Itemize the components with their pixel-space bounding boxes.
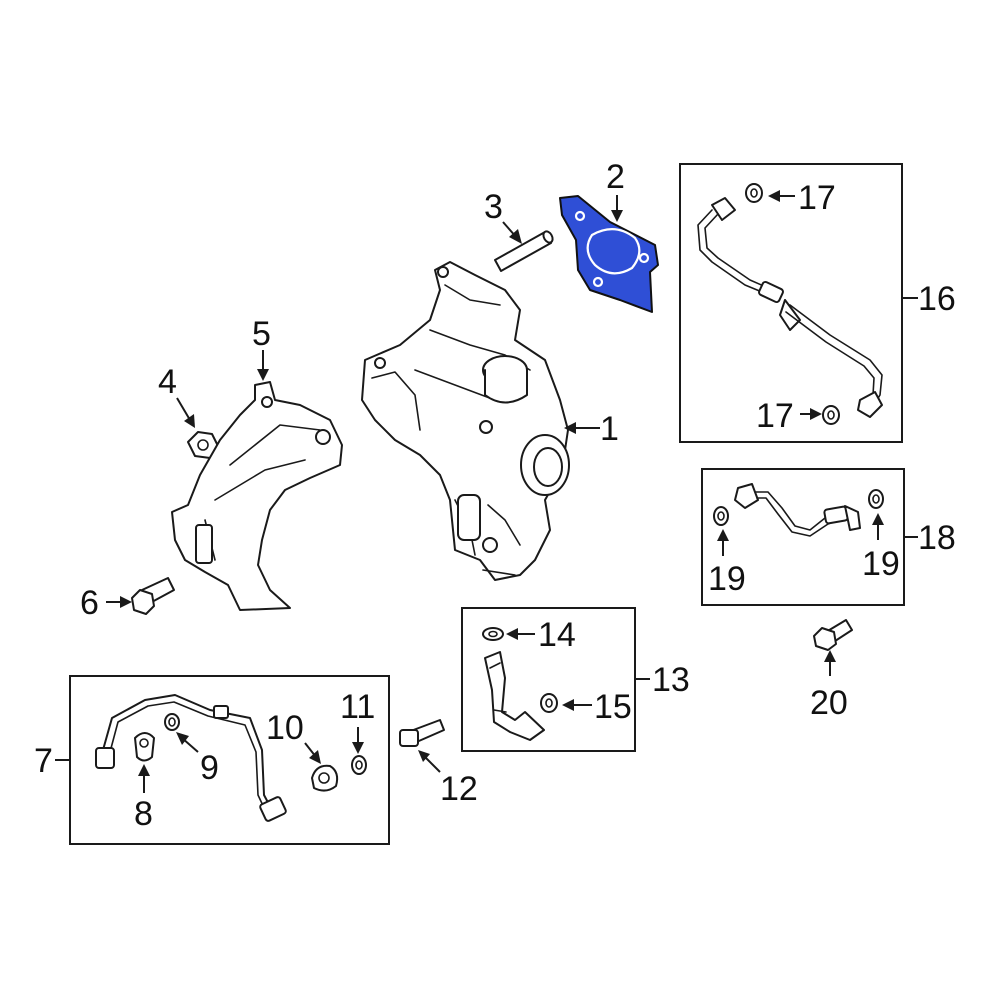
callout-3: 3 — [484, 188, 503, 226]
callout-17-upper: 17 — [798, 179, 836, 217]
coolant-tube-part-16[interactable] — [697, 197, 883, 418]
callout-12: 12 — [440, 770, 478, 808]
gasket-part-14[interactable] — [482, 627, 504, 641]
gasket-part-15[interactable] — [540, 693, 558, 713]
washer-part-9[interactable] — [164, 713, 180, 731]
callout-20: 20 — [810, 684, 848, 722]
callout-14: 14 — [538, 616, 576, 654]
callout-9: 9 — [200, 749, 219, 787]
leader-lines — [55, 190, 918, 793]
group-box-16 — [679, 163, 903, 443]
callout-11: 11 — [340, 688, 375, 726]
callout-13: 13 — [652, 661, 690, 699]
oil-return-tube-part[interactable] — [484, 651, 545, 741]
callout-7: 7 — [34, 742, 53, 780]
washer-part-17-upper[interactable] — [745, 183, 763, 203]
callout-numbers: 1 2 3 4 5 6 7 8 9 10 11 12 13 14 15 16 1… — [34, 158, 956, 833]
callout-16: 16 — [918, 280, 956, 318]
turbocharger-part[interactable] — [361, 261, 570, 581]
callout-2: 2 — [606, 158, 625, 196]
callout-19-right: 19 — [862, 545, 900, 583]
callout-5: 5 — [252, 315, 271, 353]
callout-15: 15 — [594, 688, 632, 726]
washer-part-11[interactable] — [351, 755, 367, 775]
dowel-pin-part[interactable] — [494, 230, 554, 272]
bolt-part-6[interactable] — [131, 577, 175, 615]
callout-10: 10 — [266, 709, 304, 747]
washer-part-19-right[interactable] — [868, 489, 884, 509]
callout-1: 1 — [600, 410, 619, 448]
gasket-part-highlighted[interactable] — [559, 195, 659, 313]
washer-part-17-lower[interactable] — [822, 405, 840, 425]
callout-6: 6 — [80, 584, 99, 622]
oil-feed-tube-part[interactable] — [95, 694, 287, 822]
coolant-tube-part-18[interactable] — [734, 483, 861, 537]
callout-19-left: 19 — [708, 560, 746, 598]
bolt-part-20[interactable] — [813, 619, 853, 651]
callout-4: 4 — [158, 363, 177, 401]
washer-part-19-left[interactable] — [713, 506, 729, 526]
callout-18: 18 — [918, 519, 956, 557]
callout-8: 8 — [134, 795, 153, 833]
heat-shield-part[interactable] — [171, 381, 343, 611]
washer-part-8[interactable] — [134, 732, 155, 762]
fitting-part-10[interactable] — [311, 764, 339, 792]
stud-part-12[interactable] — [399, 719, 445, 747]
callout-17-lower: 17 — [756, 397, 794, 435]
